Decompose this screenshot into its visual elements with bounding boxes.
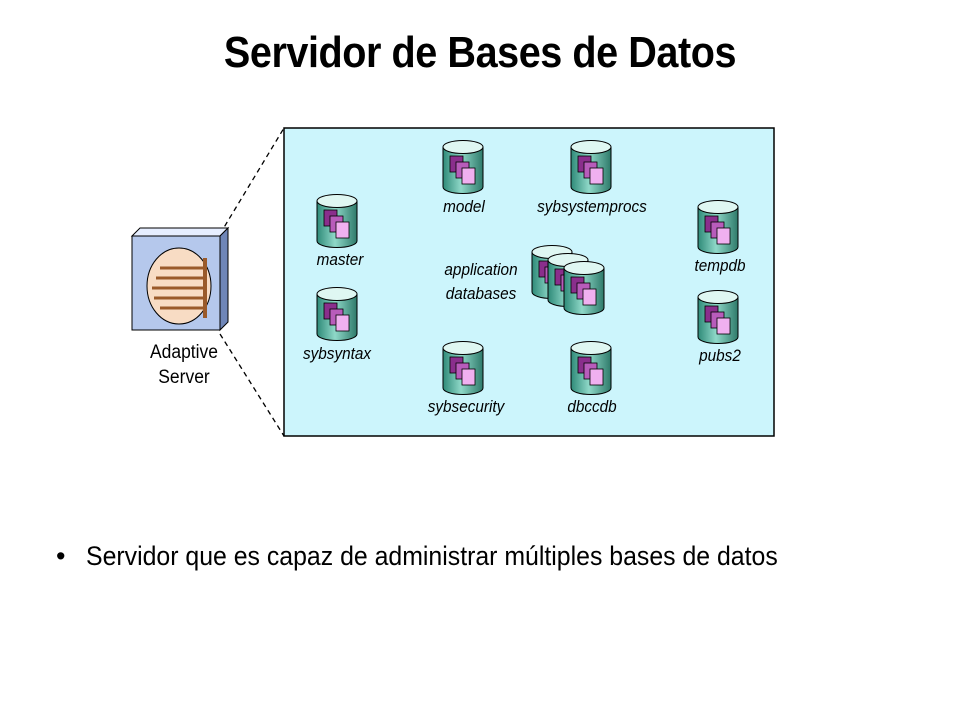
application-label-line2: databases: [445, 284, 517, 303]
sybsyntax-database-icon: [316, 287, 358, 341]
slide-title: Servidor de Bases de Datos: [223, 28, 737, 77]
model-label: model: [443, 197, 485, 216]
application-database-icon-3: [563, 261, 605, 315]
sybsystemprocs-label: sybsystemprocs: [537, 197, 647, 216]
tempdb-database-icon: [697, 200, 739, 254]
master-label: master: [316, 250, 364, 269]
tempdb-label: tempdb: [694, 256, 746, 275]
projection-line-top: [219, 127, 285, 235]
adaptive-server-label: Adaptive Server: [138, 340, 230, 390]
master-database-icon: [316, 194, 358, 248]
application-databases-label: application databases: [444, 258, 517, 306]
model-database-icon: [442, 140, 484, 194]
pubs2-database-icon: [697, 290, 739, 344]
server-label-line1: Adaptive: [149, 342, 219, 363]
application-label-line1: application: [444, 260, 518, 279]
projection-line-bottom: [219, 333, 285, 437]
sybsecurity-database-icon: [442, 341, 484, 395]
dbccdb-label: dbccdb: [567, 397, 617, 416]
dbccdb-database-icon: [570, 341, 612, 395]
server-label-line2: Server: [158, 367, 210, 388]
sybsystemprocs-database-icon: [570, 140, 612, 194]
bullet-text: Servidor que es capaz de administrar múl…: [86, 541, 778, 571]
sybsecurity-label: sybsecurity: [427, 397, 505, 416]
bullet-item: • Servidor que es capaz de administrar m…: [56, 538, 876, 574]
sybsyntax-label: sybsyntax: [302, 344, 372, 363]
server-icon: [130, 226, 230, 332]
bullet-symbol: •: [56, 541, 66, 571]
server-panel: [283, 127, 775, 437]
pubs2-label: pubs2: [699, 346, 741, 365]
